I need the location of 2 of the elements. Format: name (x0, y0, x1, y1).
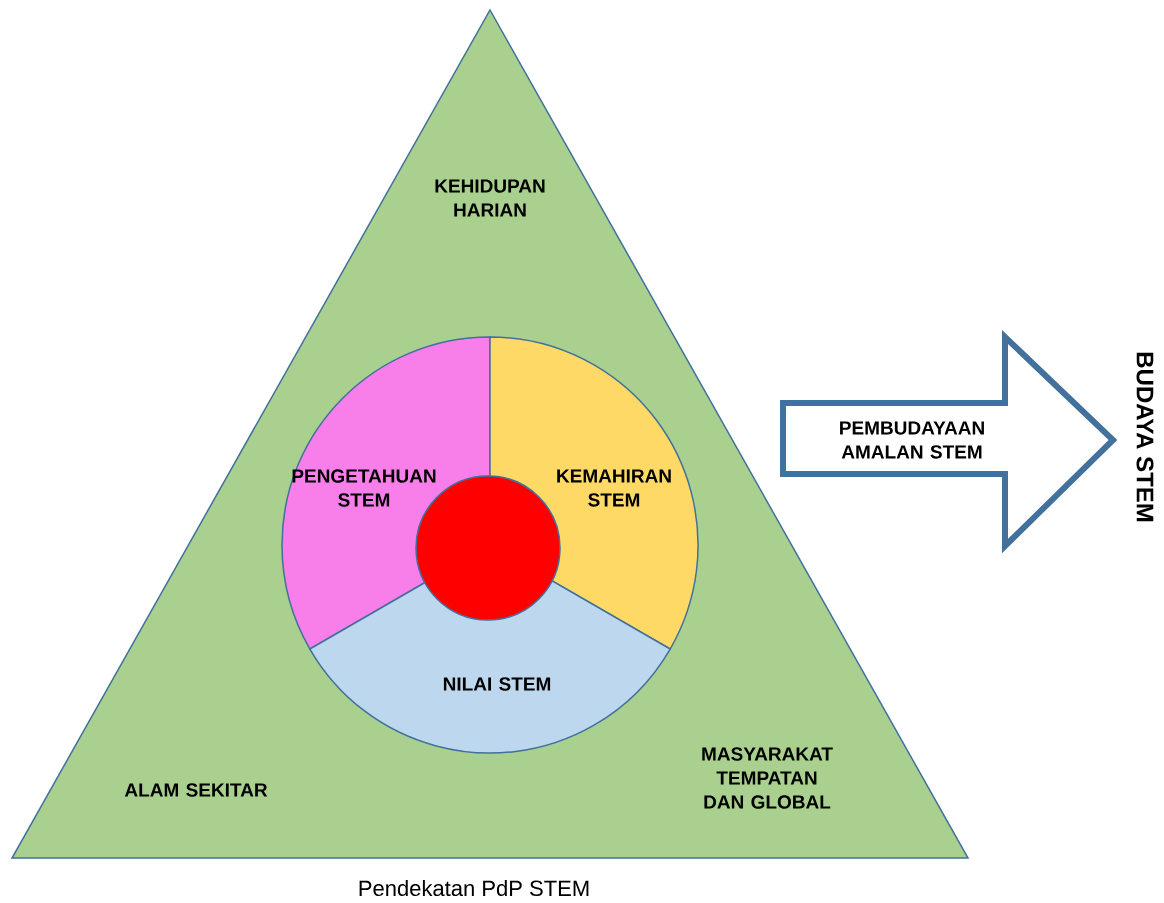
vertical-label: BUDAYA STEM (1136, 352, 1154, 522)
caption: Pendekatan PdP STEM (359, 879, 589, 897)
